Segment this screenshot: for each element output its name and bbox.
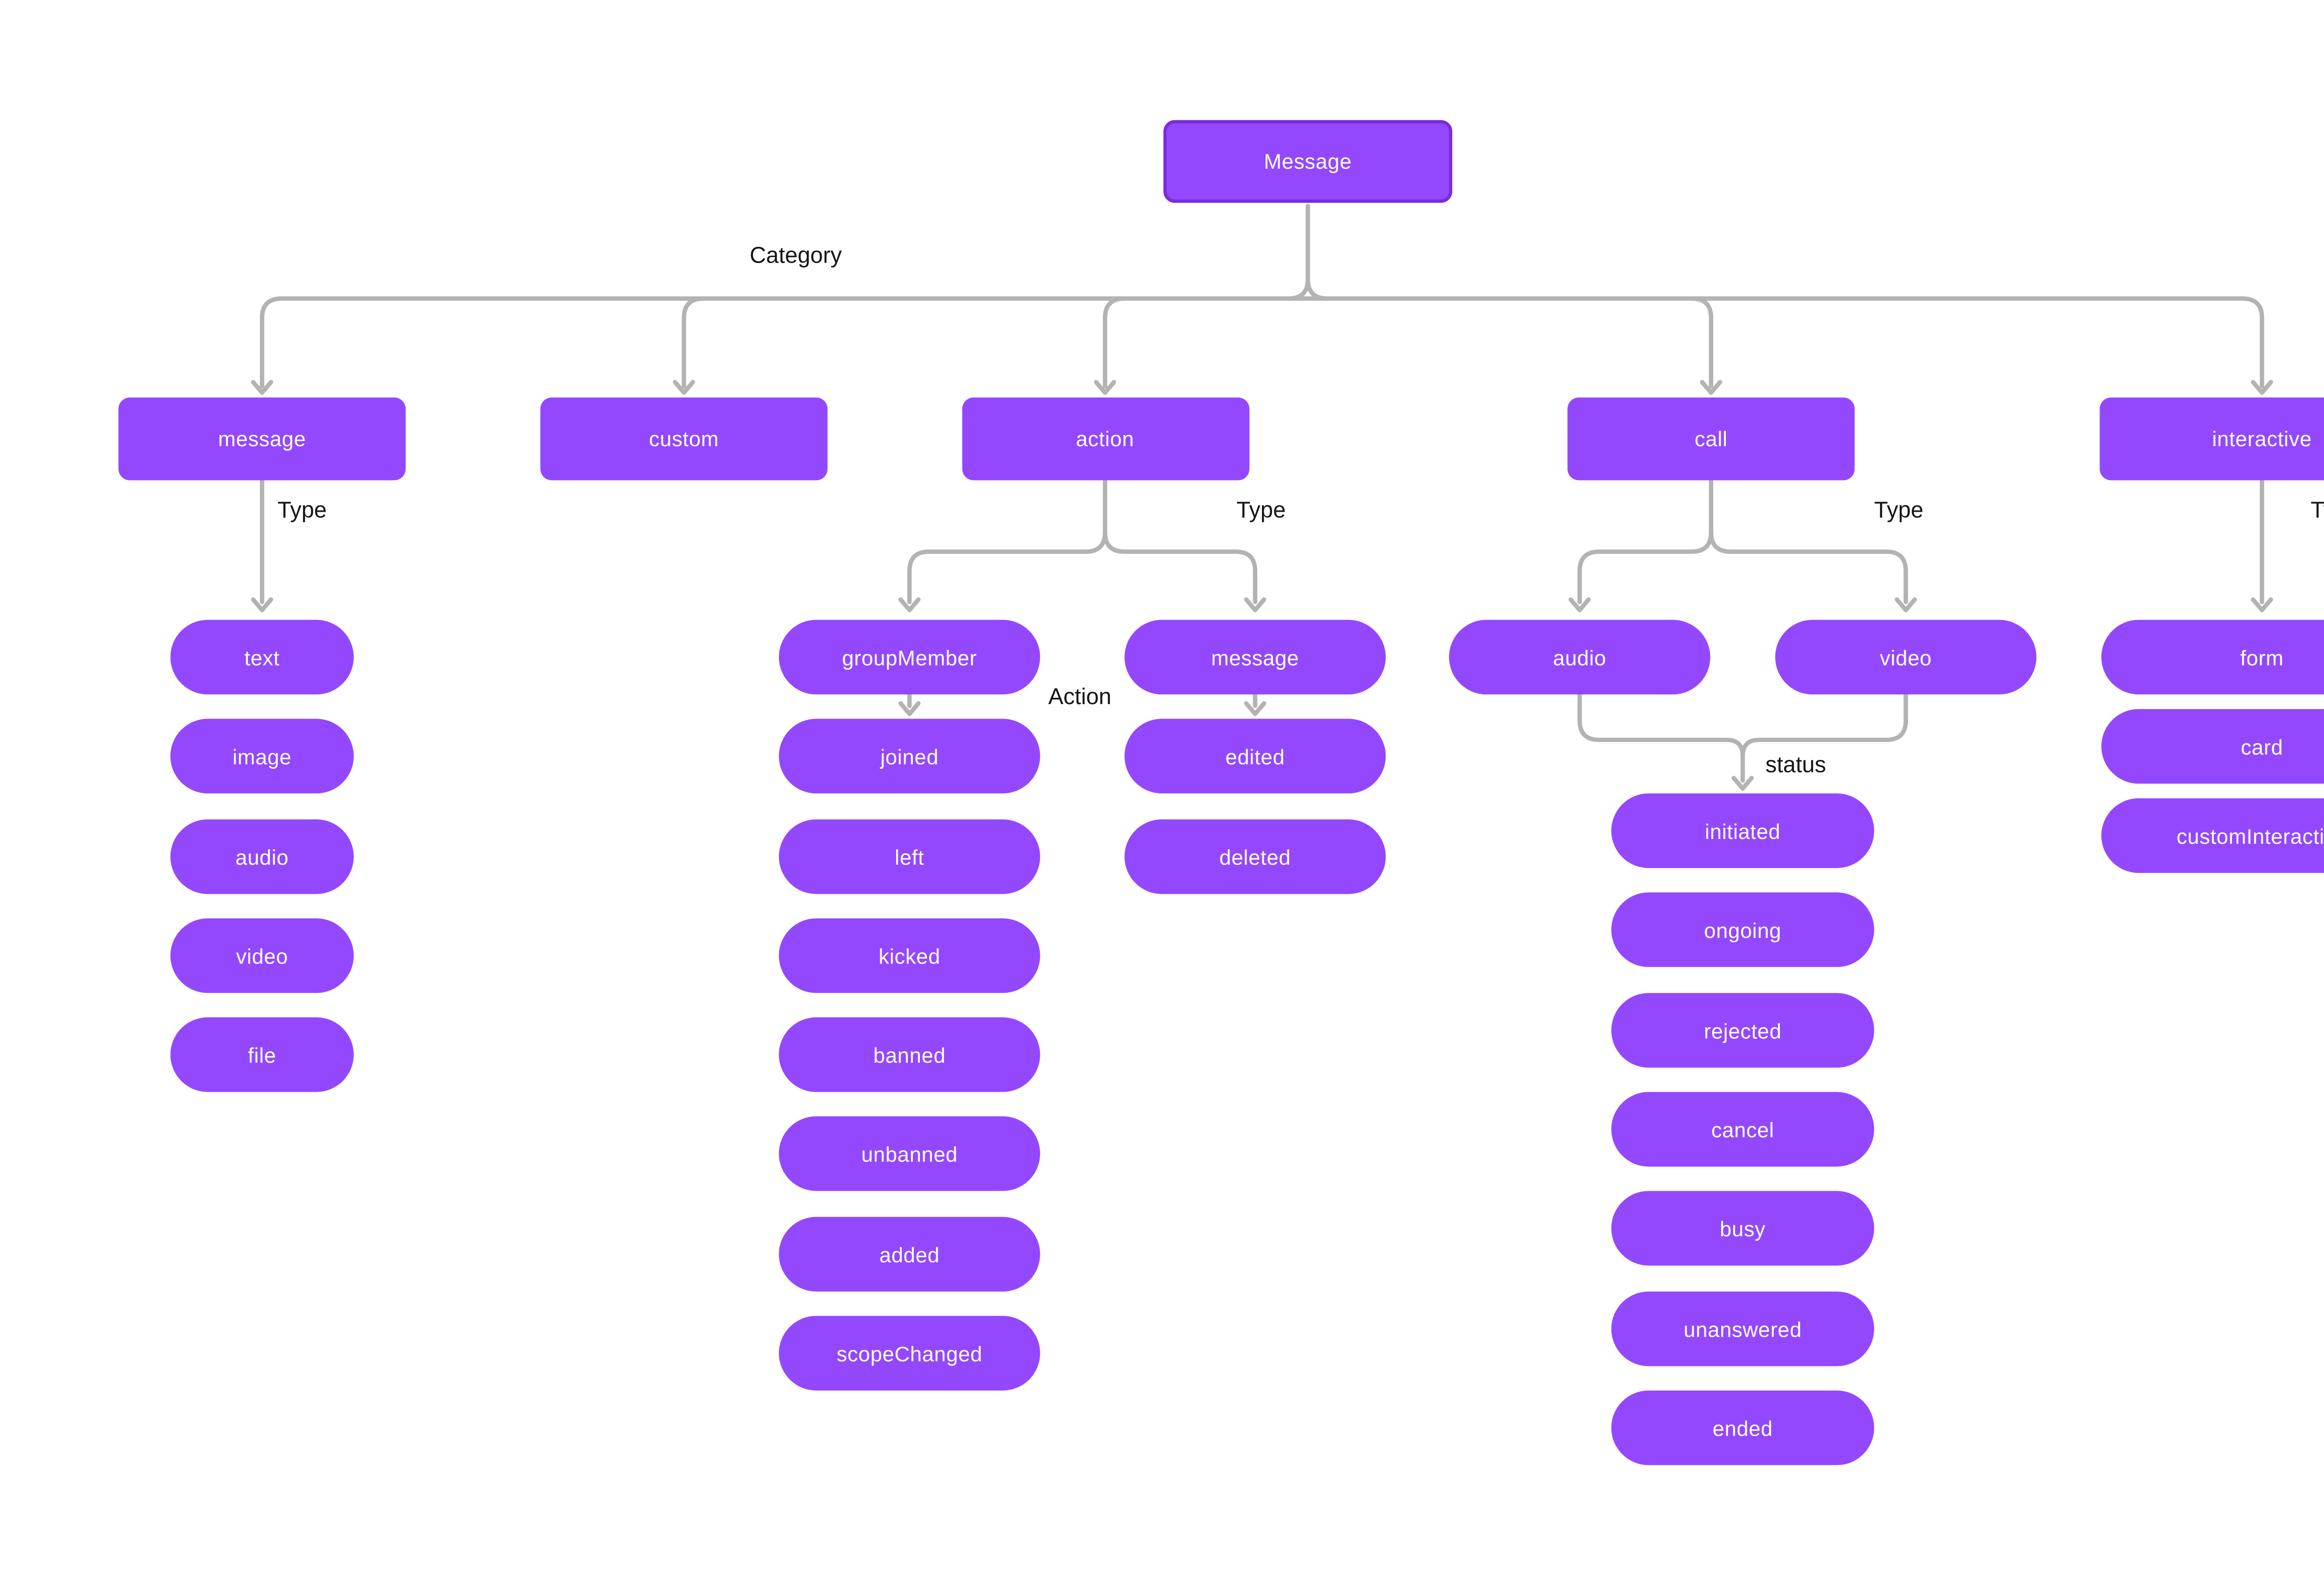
node-status-ongoing: ongoing <box>1611 892 1875 967</box>
node-interactivetype-custominteractive: customInteractive <box>2101 798 2324 873</box>
arrowhead-custom-category <box>673 380 695 395</box>
node-actiontype-message: message <box>1124 620 1386 695</box>
arrowhead-message-type <box>251 597 273 613</box>
node-msgtype-file: file <box>170 1017 354 1092</box>
edge-label-type-action: Type <box>1236 496 1286 523</box>
arrowhead-groupmember <box>898 597 921 613</box>
connector-merge-right <box>1740 692 1908 759</box>
node-msgtype-image: image <box>170 719 354 794</box>
connector-category-rail <box>260 296 2265 389</box>
arrowhead-interactive-type <box>2251 597 2273 613</box>
node-action-kicked: kicked <box>779 918 1040 993</box>
arrowhead-action-category <box>1094 380 1116 395</box>
node-status-cancel: cancel <box>1611 1092 1875 1167</box>
connector-root-stem-left <box>1286 204 1310 301</box>
node-action-added: added <box>779 1217 1040 1292</box>
node-category-action: action <box>961 397 1249 481</box>
node-action-scopechanged: scopeChanged <box>779 1316 1040 1391</box>
arrowhead-action-message <box>1244 597 1267 613</box>
node-category-interactive: interactive <box>2100 397 2324 481</box>
connector-merge-left <box>1577 692 1745 783</box>
node-root-message: Message <box>1163 120 1452 203</box>
node-action-unbanned: unbanned <box>779 1116 1040 1191</box>
node-category-message: message <box>118 397 406 481</box>
edge-label-type-call: Type <box>1874 496 1924 523</box>
node-interactивetype-form: form <box>2101 620 2324 695</box>
node-action-left: left <box>779 819 1040 894</box>
node-actiontype-groupmember: groupMember <box>779 620 1040 695</box>
node-category-call: call <box>1567 397 1855 481</box>
node-status-unanswered: unanswered <box>1611 1291 1875 1366</box>
connector-action-split-right <box>1103 530 1258 604</box>
arrowhead-call-video <box>1895 597 1917 613</box>
node-status-ended: ended <box>1611 1390 1875 1465</box>
connector-drop-action <box>1103 296 1127 389</box>
node-msgtype-video: video <box>170 918 354 993</box>
connector-drop-call <box>1689 296 1714 389</box>
connector-drop-custom <box>681 296 706 389</box>
arrowhead-message-category <box>251 380 273 395</box>
node-action-deleted: deleted <box>1124 819 1386 894</box>
edge-label-status: status <box>1765 751 1826 778</box>
node-action-banned: banned <box>779 1017 1040 1092</box>
edge-label-action: Action <box>1048 683 1112 709</box>
arrowhead-message-actions <box>1244 701 1267 716</box>
edge-label-type-interactive: Type <box>2311 496 2324 523</box>
node-calltype-video: video <box>1775 620 2037 695</box>
node-interactivetype-card: card <box>2101 709 2324 784</box>
connector-root-stem-right <box>1306 277 1330 301</box>
connector-call-split-right <box>1709 530 1908 604</box>
edge-label-category: Category <box>749 242 842 268</box>
node-msgtype-text: text <box>170 620 354 695</box>
connector-action-split-left <box>907 478 1108 604</box>
arrowhead-call-audio <box>1568 597 1591 613</box>
arrowhead-groupmember-actions <box>898 701 921 716</box>
node-status-busy: busy <box>1611 1191 1875 1266</box>
node-action-edited: edited <box>1124 719 1386 794</box>
node-action-joined: joined <box>779 719 1040 794</box>
node-category-custom: custom <box>540 397 828 481</box>
arrowhead-call-category <box>1700 380 1723 395</box>
edge-label-type-message: Type <box>277 496 327 523</box>
node-msgtype-audio: audio <box>170 819 354 894</box>
node-status-rejected: rejected <box>1611 993 1875 1068</box>
arrowhead-interactive-category <box>2251 380 2273 395</box>
node-status-initiated: initiated <box>1611 793 1875 868</box>
arrowhead-status <box>1731 776 1754 791</box>
node-calltype-audio: audio <box>1449 620 1710 695</box>
connector-call-split-left <box>1577 478 1714 604</box>
